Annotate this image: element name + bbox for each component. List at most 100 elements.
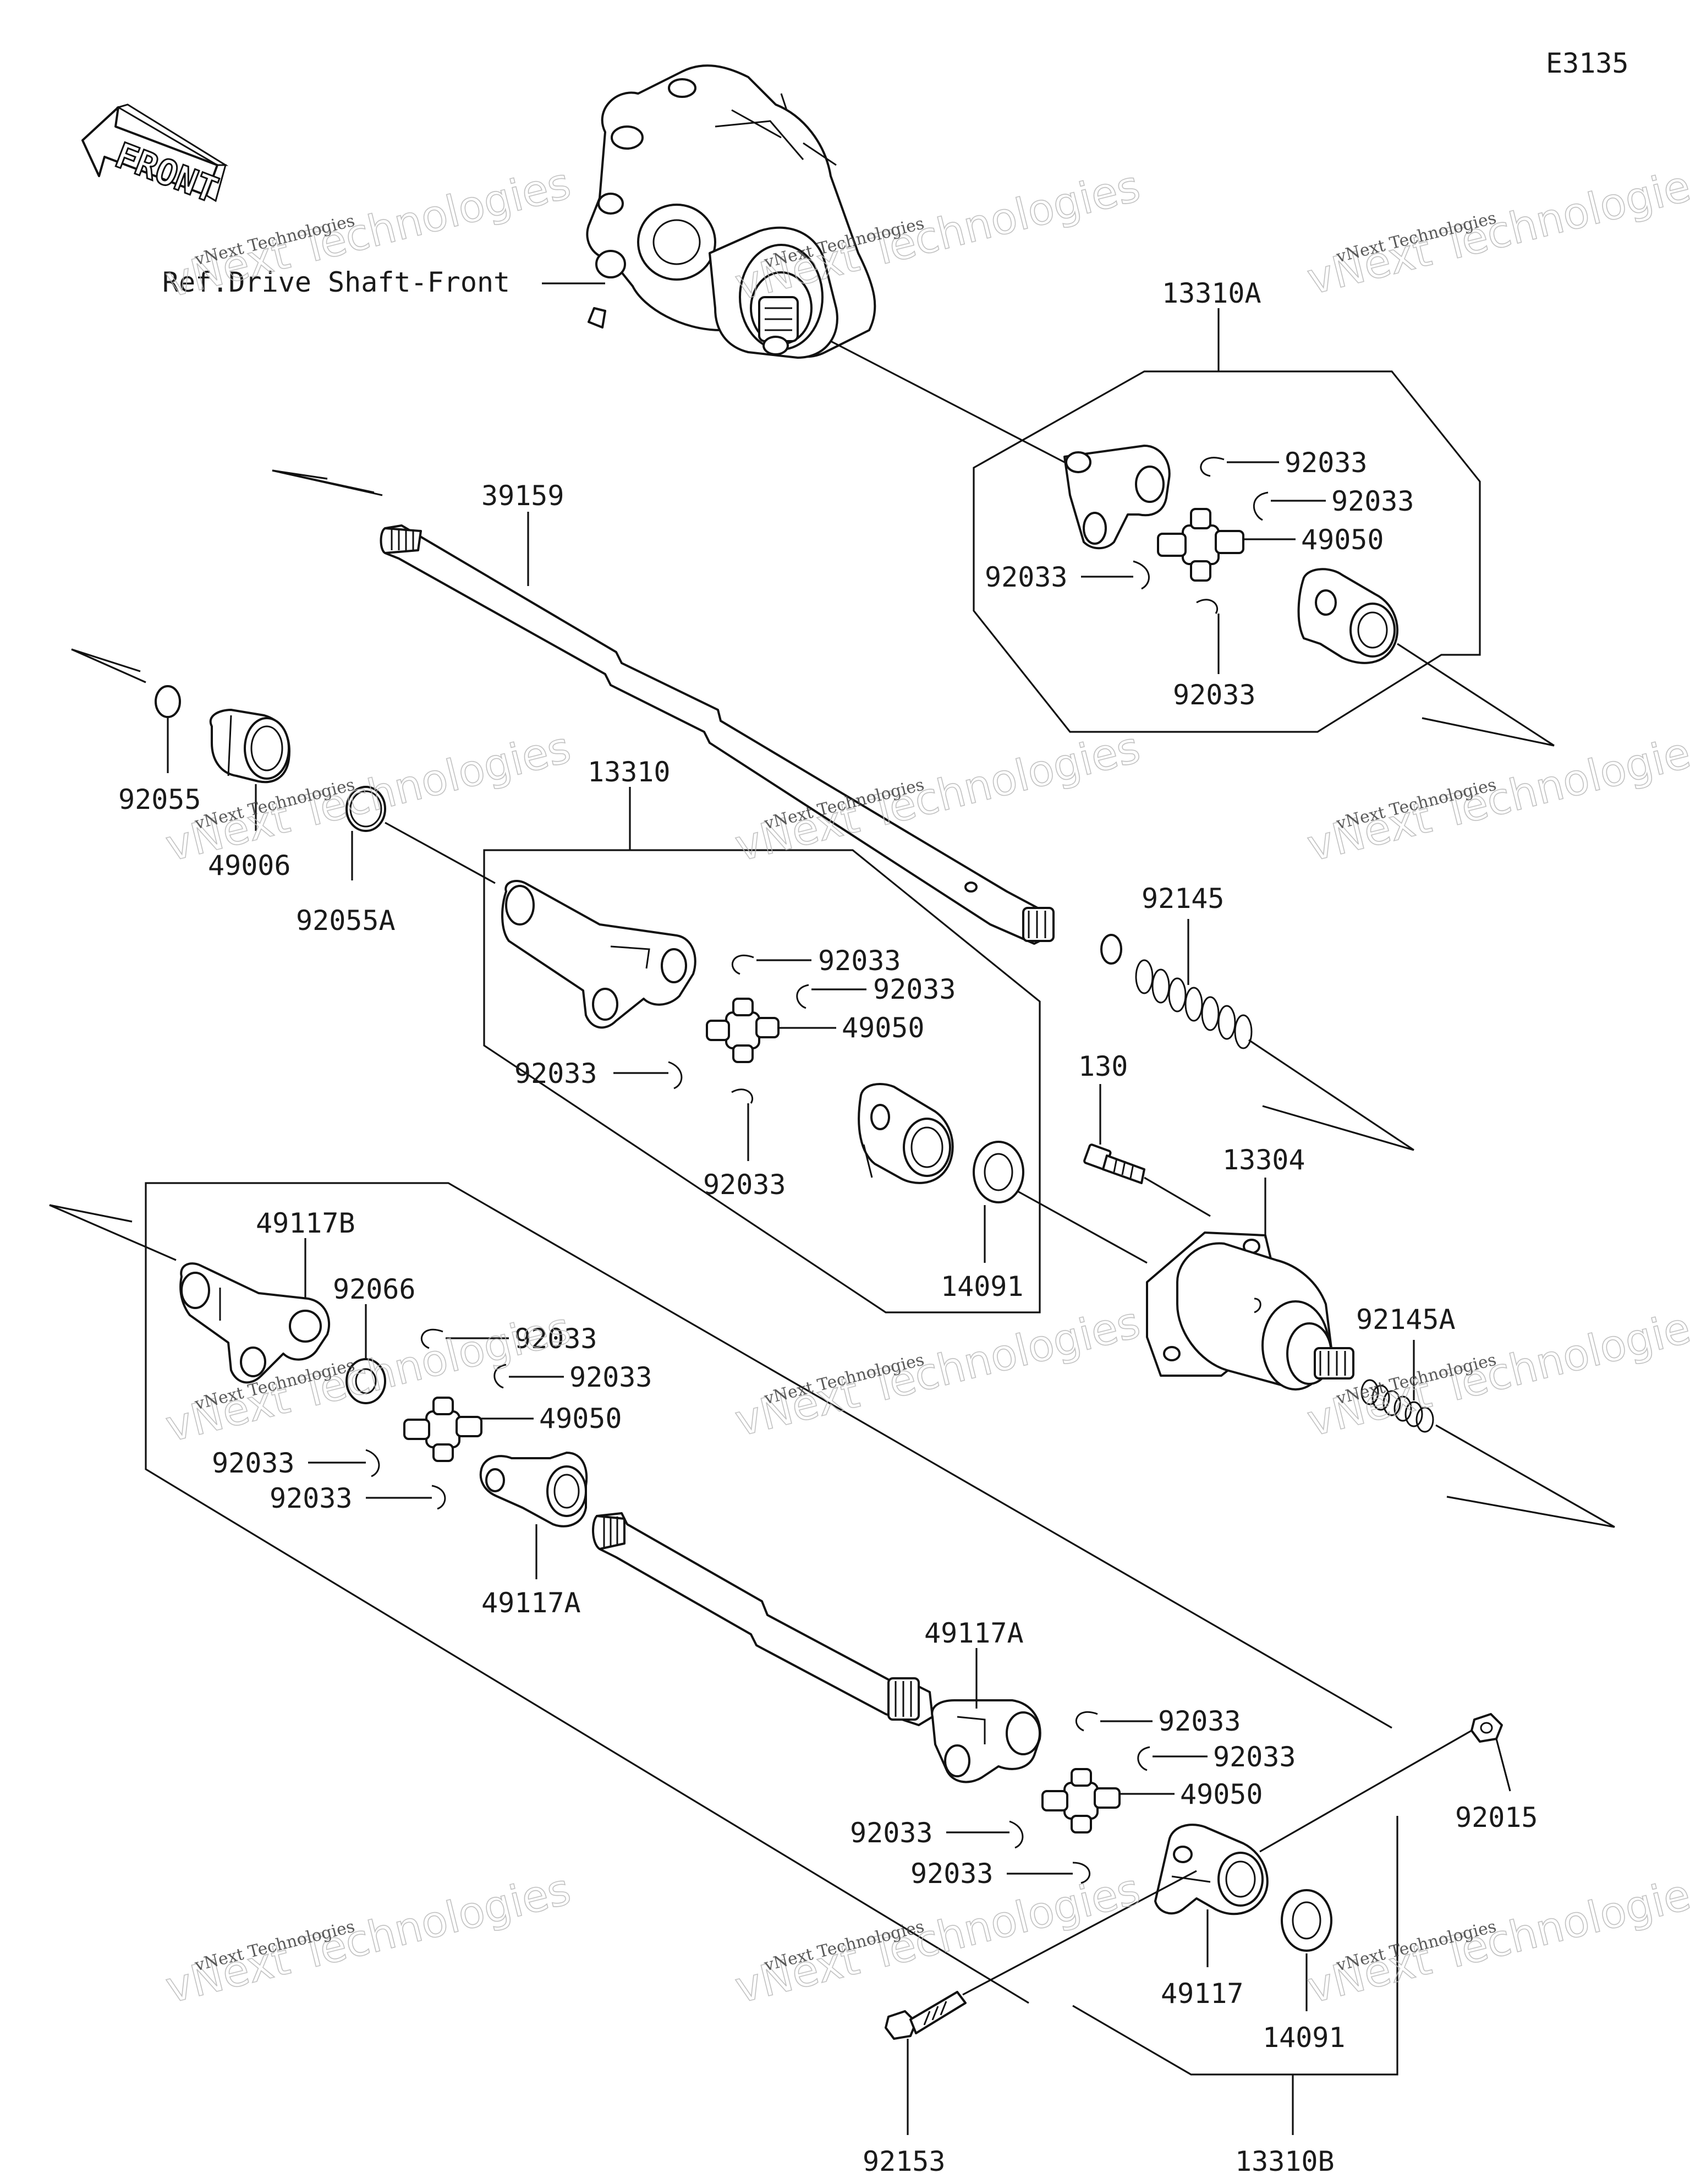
slip-yoke-13310 [501, 880, 696, 1029]
callout-92066: 92066 [333, 1273, 416, 1305]
assembly-line [1017, 1190, 1148, 1264]
callout-92033-a1: 92033 [1285, 447, 1368, 479]
snap-ring [1196, 599, 1218, 614]
yoke-49117B [179, 1262, 331, 1384]
callout-49117A-left: 49117A [481, 1587, 581, 1619]
assembly-line [385, 822, 496, 884]
assembly-line [962, 1870, 1197, 1996]
bearing-housing-13304 [1146, 1231, 1354, 1391]
yoke-13310A-rear [1297, 568, 1398, 664]
callout-49050-b: 49050 [842, 1012, 925, 1044]
callout-92055: 92055 [118, 784, 201, 815]
assembly-line [49, 1204, 133, 1223]
yoke-13310-rear [858, 1083, 954, 1184]
assembly-line [1397, 643, 1555, 747]
yoke-13310A-front [1063, 445, 1171, 550]
callout-92033-b4: 92033 [703, 1169, 786, 1201]
callout-92033-b3: 92033 [514, 1058, 597, 1090]
snap-ring [1200, 457, 1225, 477]
snap-ring [431, 1485, 446, 1510]
snap-ring [1072, 1862, 1091, 1884]
assembly-line [1446, 1496, 1615, 1528]
washer-14091-top [973, 1141, 1024, 1203]
front-arrow-icon: FRONT [81, 103, 229, 212]
callout-13304: 13304 [1222, 1144, 1305, 1176]
callout-92055A: 92055A [296, 905, 396, 937]
callout-92033-d3: 92033 [850, 1817, 933, 1849]
callout-92033-b2: 92033 [873, 973, 956, 1005]
snap-ring [1133, 560, 1150, 590]
snap-ring [1009, 1820, 1024, 1849]
snap-ring [1253, 491, 1269, 521]
callout-92033-c3: 92033 [212, 1447, 295, 1479]
svg-text:vNext Technologies: vNext Technologies [161, 1865, 575, 2013]
yoke-49117A-mid [931, 1699, 1041, 1783]
front-final-gear-case [586, 64, 876, 359]
assembly-frame-13310 [483, 849, 1041, 1313]
seal-boot-49006 [209, 709, 290, 784]
callout-49117B: 49117B [256, 1207, 355, 1239]
snap-ring [731, 1088, 753, 1104]
callout-92033-c1: 92033 [514, 1323, 597, 1355]
callout-92033-a3: 92033 [985, 561, 1068, 593]
assembly-line [830, 340, 1065, 463]
callout-92033-c4: 92033 [270, 1482, 353, 1514]
assembly-line [1248, 1039, 1414, 1151]
yoke-49117A-left [479, 1452, 588, 1528]
assembly-line [1259, 1729, 1472, 1853]
assembly-frame-13310B-top [145, 1182, 1392, 1729]
assembly-frame-13310A [973, 370, 1481, 733]
callout-13310A: 13310A [1162, 277, 1261, 309]
callout-49006: 49006 [208, 850, 291, 882]
callout-92145A: 92145A [1356, 1304, 1456, 1335]
callout-13310B: 13310B [1235, 2145, 1335, 2177]
short-propeller-shaft [592, 1512, 934, 1726]
nut-92015 [1470, 1713, 1503, 1743]
callout-49050-d: 49050 [1180, 1778, 1263, 1810]
o-ring-92055 [155, 685, 181, 718]
svg-text:vNext Technologies: vNext Technologies [731, 1298, 1145, 1447]
assembly-line [1262, 1105, 1414, 1151]
snap-ring [731, 954, 754, 975]
callout-92153: 92153 [863, 2145, 946, 2177]
reference-label: Ref.Drive Shaft-Front [162, 266, 510, 298]
snap-ring [1137, 1746, 1150, 1771]
assembly-line [71, 648, 146, 683]
snap-ring [1075, 1711, 1098, 1732]
assembly-line [1144, 1176, 1211, 1217]
callout-92033-d1: 92033 [1158, 1705, 1241, 1737]
assembly-line [272, 469, 383, 496]
yoke-49117 [1154, 1824, 1269, 1915]
assembly-frame-13310B-left [145, 1304, 1029, 2004]
callout-130: 130 [1078, 1050, 1128, 1082]
callout-92033-d4: 92033 [910, 1858, 994, 1890]
spider-cross-49050-d [1041, 1768, 1121, 1833]
snap-ring [493, 1364, 507, 1389]
snap-ring [668, 1061, 683, 1090]
callout-14091-top: 14091 [941, 1271, 1024, 1302]
snap-ring [420, 1328, 443, 1349]
svg-text:vNext Technologies: vNext Technologies [1303, 156, 1690, 305]
spring-92145 [1135, 959, 1253, 1049]
snap-ring [365, 1449, 380, 1477]
callout-92015: 92015 [1455, 1802, 1538, 1833]
spider-cross-49050-a [1157, 508, 1244, 582]
assembly-line [71, 648, 141, 672]
callout-39159: 39159 [481, 480, 564, 512]
callout-49050-a: 49050 [1301, 524, 1384, 556]
svg-text:vNext Technologies: vNext Technologies [1303, 723, 1690, 872]
watermarks: vNext Technologies vNext Technologies vN… [161, 156, 1690, 2013]
assembly-line [1435, 1424, 1615, 1528]
spring-92145A [1360, 1379, 1434, 1433]
assembly-line [1422, 717, 1555, 747]
washer-14091-bottom [1281, 1889, 1332, 1952]
assembly-line [49, 1204, 177, 1261]
callout-92033-a4: 92033 [1173, 679, 1256, 711]
assembly-frame-13310B-bottom [1072, 1816, 1398, 2076]
bolt-130 [1083, 1143, 1145, 1184]
leader-line [1495, 1738, 1511, 1792]
callout-13310: 13310 [588, 756, 671, 788]
callout-92145: 92145 [1142, 883, 1225, 915]
